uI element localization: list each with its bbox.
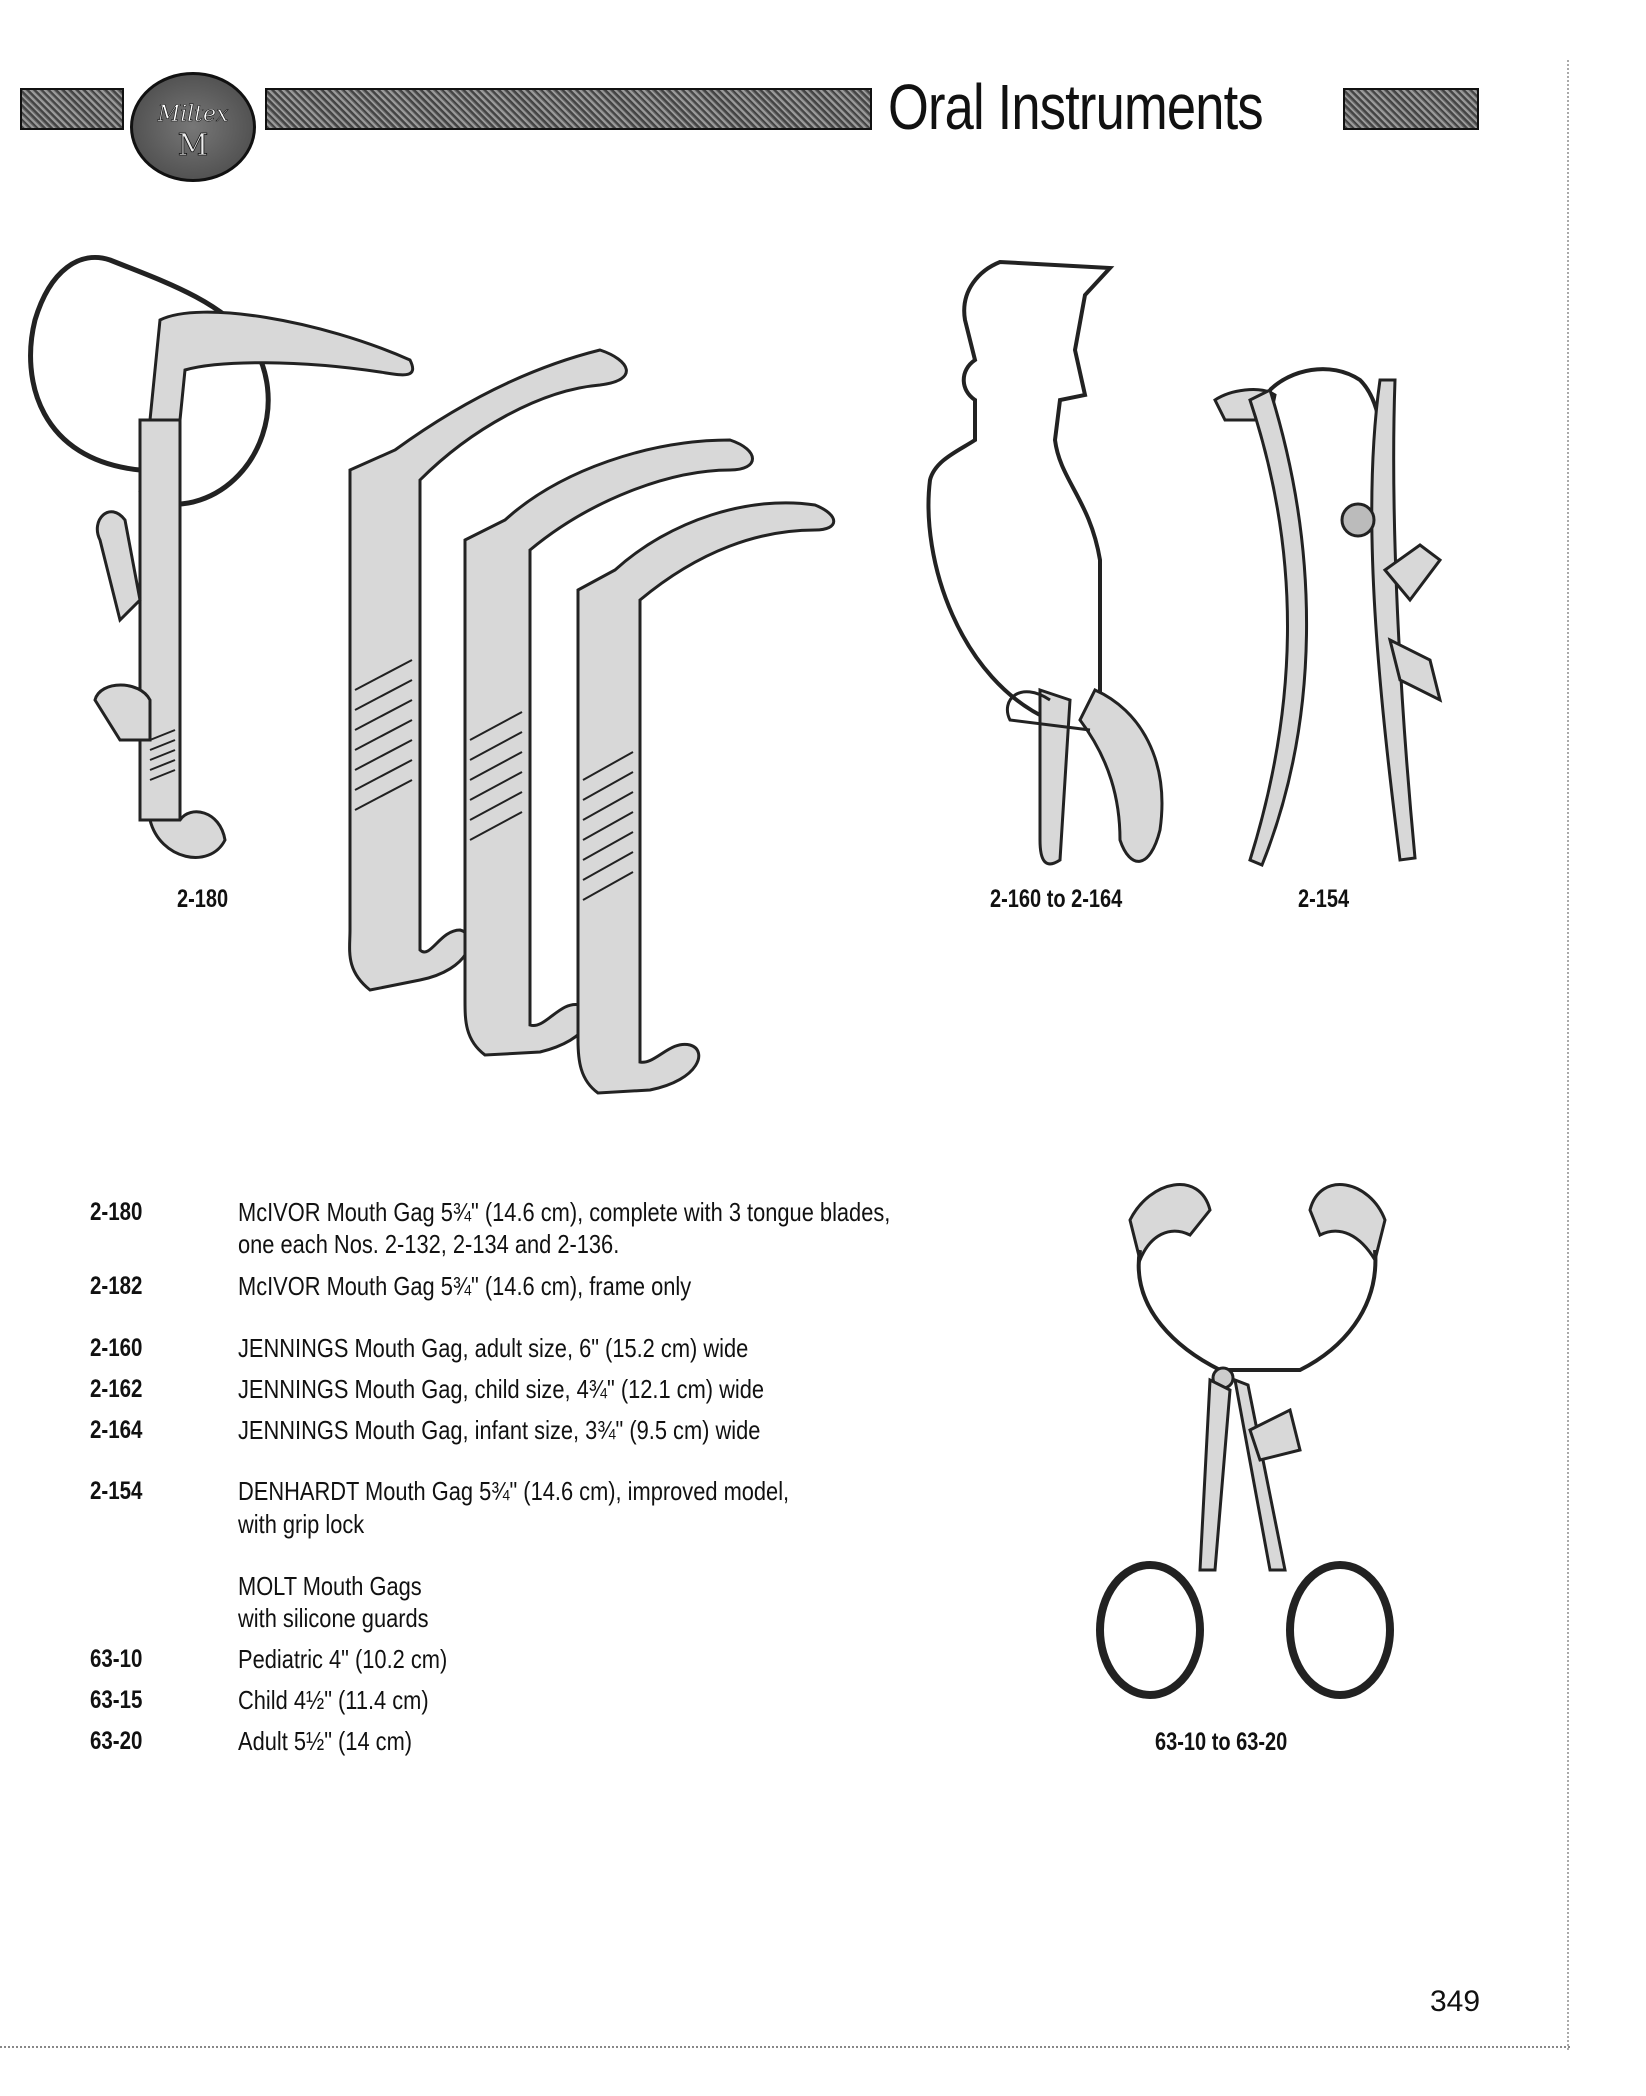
bottom-dotted-rule (0, 2046, 1570, 2048)
item-description: one each Nos. 2-132, 2-134 and 2-136. (238, 1229, 620, 1259)
header-bar-left (20, 88, 124, 130)
item-code: 2-162 (90, 1375, 143, 1403)
item-description: DENHARDT Mouth Gag 5¾" (14.6 cm), improv… (238, 1476, 790, 1506)
item-description: Pediatric 4" (10.2 cm) (238, 1644, 448, 1674)
item-group-heading: MOLT Mouth Gags (238, 1571, 422, 1601)
item-code: 63-10 (90, 1645, 143, 1673)
item-description: Adult 5½" (14 cm) (238, 1726, 413, 1756)
item-code: 63-20 (90, 1727, 143, 1755)
tongue-blades-illustration (348, 348, 836, 1095)
item-code: 2-160 (90, 1334, 143, 1362)
svg-text:M: M (178, 128, 209, 163)
figure-caption-mcivor: 2-180 (177, 885, 229, 913)
svg-text:Miltex: Miltex (157, 102, 229, 127)
figure-caption-jennings: 2-160 to 2-164 (990, 885, 1123, 913)
mcivor-mouth-gag-illustration (28, 255, 414, 859)
header-bar-right (1343, 88, 1479, 130)
miltex-logo: Miltex M (130, 72, 256, 182)
page-title: Oral Instruments (888, 71, 1264, 143)
figure-caption-denhardt: 2-154 (1298, 885, 1350, 913)
logo-mark: Miltex M (156, 102, 229, 164)
right-dotted-rule (1567, 60, 1569, 2050)
item-description: JENNINGS Mouth Gag, infant size, 3¾" (9.… (238, 1415, 761, 1445)
item-code: 2-164 (90, 1416, 143, 1444)
item-description: Child 4½" (11.4 cm) (238, 1685, 429, 1715)
item-code: 2-180 (90, 1198, 143, 1226)
item-description: JENNINGS Mouth Gag, adult size, 6" (15.2… (238, 1333, 749, 1363)
page-number: 349 (1430, 1985, 1481, 2018)
header-bar-middle (265, 88, 872, 130)
item-code: 2-154 (90, 1477, 143, 1505)
item-description: McIVOR Mouth Gag 5¾" (14.6 cm), frame on… (238, 1271, 692, 1301)
molt-mouth-gag-illustration (1096, 1183, 1394, 1699)
item-description: McIVOR Mouth Gag 5¾" (14.6 cm), complete… (238, 1197, 891, 1227)
item-code: 2-182 (90, 1272, 143, 1300)
item-description: JENNINGS Mouth Gag, child size, 4¾" (12.… (238, 1374, 765, 1404)
item-code: 63-15 (90, 1686, 143, 1714)
item-group-heading: with silicone guards (238, 1603, 429, 1633)
figure-caption-molt: 63-10 to 63-20 (1155, 1728, 1288, 1756)
denhardt-mouth-gag-illustration (1213, 367, 1443, 867)
item-description: with grip lock (238, 1509, 365, 1539)
jennings-mouth-gag-illustration (926, 259, 1164, 866)
